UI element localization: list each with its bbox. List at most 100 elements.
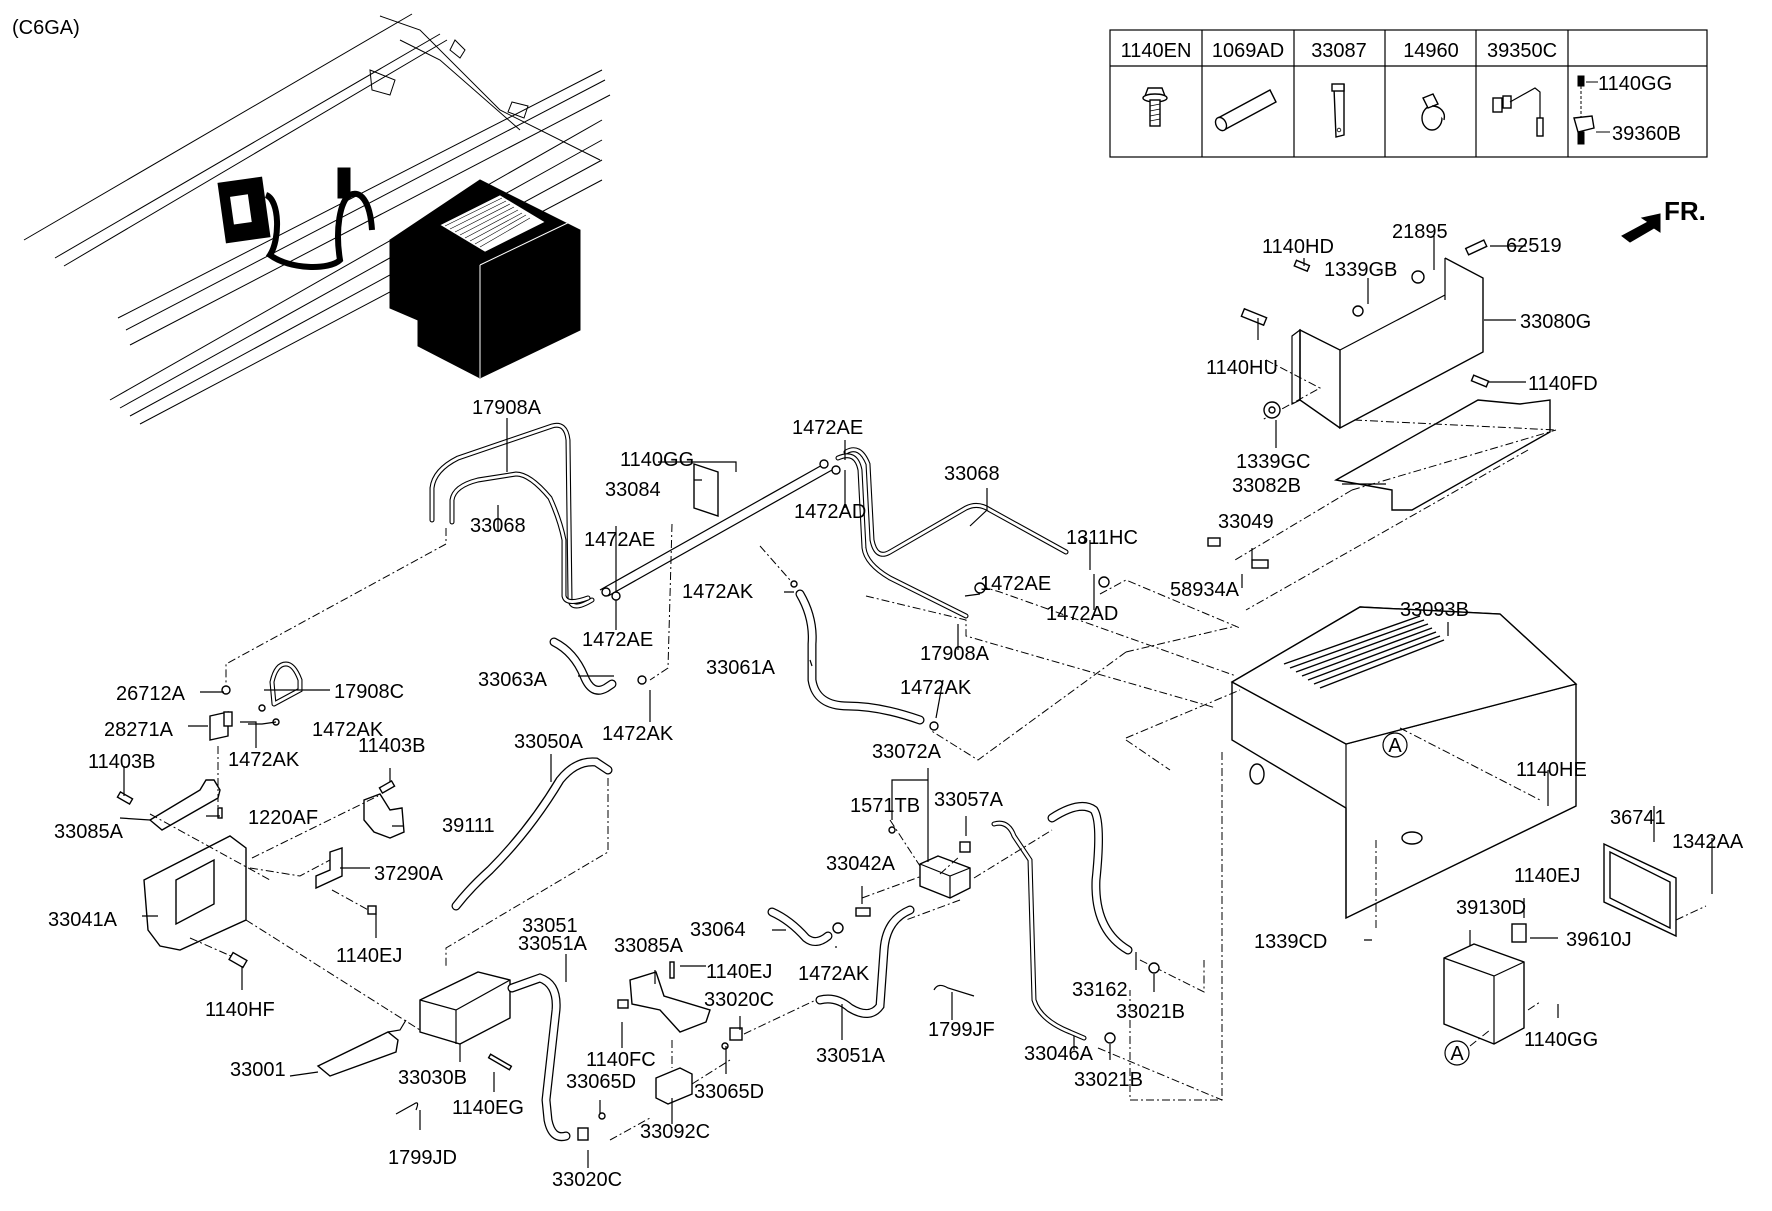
hose-33064 (767, 907, 833, 946)
clip-icon (974, 582, 986, 594)
clip-icon (831, 465, 841, 475)
callout-33084: 33084 (605, 479, 661, 501)
callout-33051A: 33051A (816, 1045, 886, 1067)
clip-icon (611, 591, 621, 601)
callout-1799JF: 1799JF (928, 1019, 995, 1041)
solenoid-28271A (209, 711, 233, 741)
bolt-icon (1207, 537, 1269, 569)
callout-1472AK: 1472AK (682, 581, 754, 603)
hose-33050A (451, 757, 613, 911)
nut-icon (221, 685, 231, 695)
callout-33020C: 33020C (552, 1169, 622, 1191)
clip-icon (598, 1112, 606, 1120)
pipe-33046A (991, 820, 1087, 1041)
reference-marker-A: A (1444, 1040, 1470, 1066)
bolt-icon (217, 807, 223, 819)
battery-bracket-33080G (1291, 257, 1484, 430)
callout-33072A: 33072A (872, 741, 942, 763)
hose-33051A-left (507, 973, 571, 1142)
callout-1140GG: 1140GG (1524, 1029, 1598, 1051)
callout-1339GB: 1339GB (1324, 259, 1397, 281)
bolt-icon (228, 951, 248, 969)
callout-33061A: 33061A (706, 657, 776, 679)
bracket-33084 (693, 463, 719, 517)
fitting-icon (959, 841, 971, 853)
callout-33082B: 33082B (1232, 475, 1301, 497)
legend-header-33087: 33087 (1311, 40, 1367, 62)
washer-icon (1263, 401, 1281, 419)
clip-icon (721, 1042, 729, 1050)
battery-box-silhouette (389, 179, 581, 379)
callout-39130D: 39130D (1456, 897, 1526, 919)
breather-tube-33068-left (449, 471, 591, 604)
callout-1472AD: 1472AD (794, 501, 866, 523)
valve-block-33072A (919, 855, 971, 899)
wiring-harness-33001 (316, 1019, 407, 1077)
callout-33049: 33049 (1218, 511, 1274, 533)
clip-icon (1078, 536, 1086, 544)
callout-21895: 21895 (1392, 221, 1448, 243)
callout-1472AK: 1472AK (798, 963, 870, 985)
nut-icon (1148, 962, 1160, 974)
callout-1342AA: 1342AA (1672, 831, 1744, 853)
callout-33085A: 33085A (614, 935, 684, 957)
strap-bracket-icon (1331, 83, 1345, 138)
callout-36741: 36741 (1610, 807, 1666, 829)
legend-header-39350C: 39350C (1487, 40, 1557, 62)
callout-33065D: 33065D (694, 1081, 764, 1103)
callout-1140EJ: 1140EJ (1514, 865, 1580, 887)
legend-header-1140EN: 1140EN (1121, 40, 1192, 62)
hose-33051A-right (815, 905, 915, 1018)
callout-1140EJ: 1140EJ (706, 961, 772, 983)
reference-marker-A: A (1382, 732, 1408, 758)
callout-33021B: 33021B (1074, 1069, 1143, 1091)
breather-tube-33068-right (843, 447, 1069, 557)
callout-1472AE: 1472AE (792, 417, 863, 439)
bolt-icon (1240, 307, 1268, 327)
bolt-icon (367, 905, 377, 915)
distribution-block-33092C (655, 1067, 693, 1105)
callout-33020C: 33020C (704, 989, 774, 1011)
vehicle-frame-overview (23, 13, 611, 425)
junction-block-33030B (419, 971, 511, 1045)
callout-39111: 39111 (442, 815, 495, 837)
callout-1339GC: 1339GC (1236, 451, 1311, 473)
callout-1472AK: 1472AK (900, 677, 972, 699)
clip-icon (1098, 576, 1110, 588)
callout-1472AK: 1472AK (602, 723, 674, 745)
cable-tie-1799JD (395, 1102, 419, 1115)
callout-62519: 62519 (1506, 235, 1562, 257)
callout-1472AE: 1472AE (582, 629, 653, 651)
leader-lines (119, 236, 1713, 1168)
hose-33061A (795, 589, 925, 725)
callout-1140EG: 1140EG (452, 1097, 524, 1119)
bolt-icon (1293, 259, 1311, 273)
callout-1140FD: 1140FD (1528, 373, 1598, 395)
callout-33068: 33068 (470, 515, 526, 537)
callout-58934A: 58934A (1170, 579, 1240, 601)
callout-1140EJ: 1140EJ (336, 945, 402, 967)
reference-marker-A-label: A (1450, 1043, 1464, 1065)
callout-1472AE: 1472AE (584, 529, 655, 551)
nut-icon (1352, 305, 1364, 317)
callout-1472AK: 1472AK (312, 719, 384, 741)
callout-33064: 33064 (690, 919, 746, 941)
battery-box-33093B (1230, 606, 1578, 920)
callout-1220AF: 1220AF (248, 807, 318, 829)
front-direction-indicator: FR. (1621, 196, 1706, 243)
battery-tray-33082B (1333, 399, 1551, 511)
callout-33051: 33051 (522, 915, 578, 937)
callout-33063A: 33063A (478, 669, 548, 691)
bracket-33085A-mid (629, 971, 711, 1033)
callout-33057A: 33057A (934, 789, 1004, 811)
callout-39610J: 39610J (1566, 929, 1632, 951)
flange-bolt-icon (1142, 87, 1168, 127)
callout-33030B: 33030B (398, 1067, 467, 1089)
control-module-39130D (1443, 943, 1525, 1045)
callout-33162: 33162 (1072, 979, 1128, 1001)
hose-33162 (1047, 801, 1133, 955)
callout-33042A: 33042A (826, 853, 896, 875)
cover-36741 (1603, 842, 1677, 938)
